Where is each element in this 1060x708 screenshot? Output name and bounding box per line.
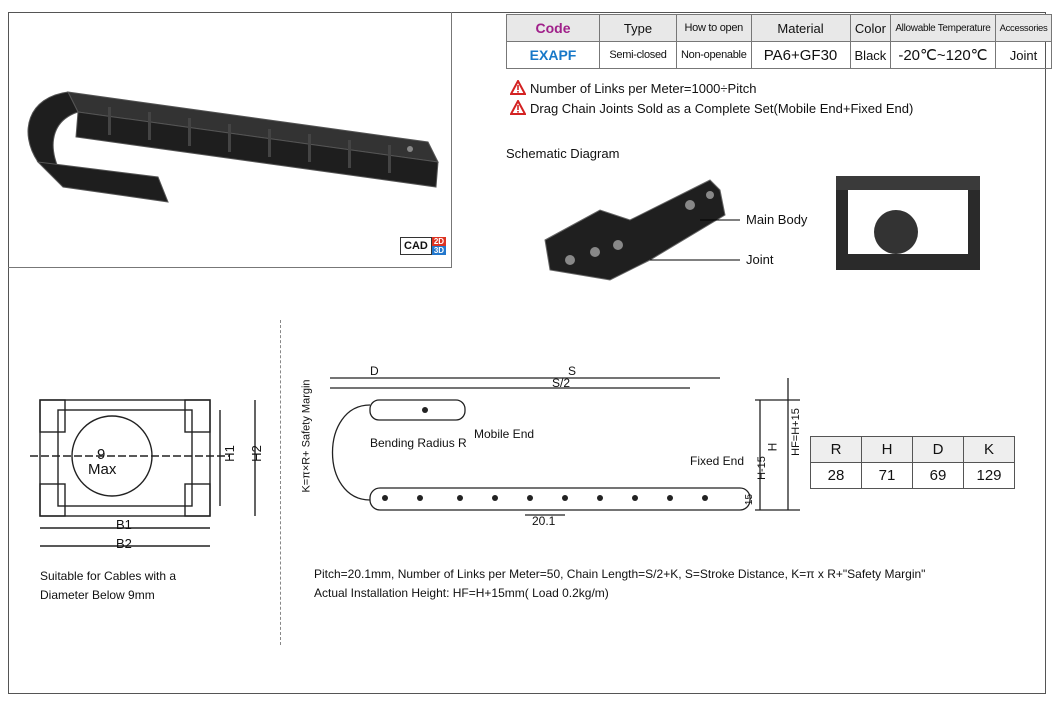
main-body-label: Main Body	[746, 212, 808, 227]
pitch-label: 20.1	[532, 514, 556, 528]
h2-label: H2	[248, 445, 264, 462]
fixed-end-label: Fixed End	[690, 454, 745, 468]
schematic-title: Schematic Diagram	[506, 146, 620, 161]
h1-label: H1	[221, 445, 237, 462]
fifteen-label: 15	[744, 493, 756, 506]
cable-note: Suitable for Cables with a Diameter Belo…	[40, 567, 176, 605]
cad-label: CAD	[400, 237, 432, 255]
product-photo-panel	[8, 12, 452, 268]
dim-header-k: K	[963, 436, 1015, 463]
dim-value-h: 71	[861, 462, 913, 489]
cad-3d: 3D	[431, 246, 447, 255]
spec-table: Code Type How to open Material Color All…	[506, 14, 1053, 69]
bending-radius-label: Bending Radius R	[370, 436, 467, 450]
safety-margin-label: K=π×R+ Safety Margin	[300, 379, 313, 493]
drag-chain-photo	[27, 91, 439, 203]
dim-header-h: H	[861, 436, 913, 463]
formula-note-line-1: Pitch=20.1mm, Number of Links per Meter=…	[314, 567, 926, 581]
s2-label: S/2	[552, 376, 571, 390]
s-label: S	[568, 364, 577, 378]
spec-header-open: How to open	[676, 14, 752, 42]
note-links-text: Number of Links per Meter=1000÷Pitch	[530, 80, 757, 96]
cross-section-drawing	[30, 399, 256, 547]
spec-header-accessories: Accessories	[994, 14, 1053, 42]
formula-note-line-2: Actual Installation Height: HF=H+15mm( L…	[314, 586, 609, 600]
spec-header-material: Material	[750, 14, 851, 42]
schematic-link-drawing	[544, 179, 740, 281]
diameter-value: 9	[97, 446, 106, 463]
formula-note: Pitch=20.1mm, Number of Links per Meter=…	[314, 565, 925, 603]
dim-header-d: D	[912, 436, 964, 463]
hf-label: HF=H+15	[789, 408, 802, 456]
warning-icon	[510, 80, 526, 95]
spec-material: PA6+GF30	[750, 41, 851, 69]
note-joints: Drag Chain Joints Sold as a Complete Set…	[510, 100, 913, 116]
spec-header-type: Type	[599, 14, 677, 42]
joint-label: Joint	[746, 252, 774, 267]
spec-open: Non-openable	[676, 41, 752, 69]
warning-icon	[510, 100, 526, 115]
side-view-drawing	[330, 377, 800, 516]
b1-label: B1	[116, 517, 132, 532]
spec-code: EXAPF	[506, 41, 600, 69]
spec-header-code: Code	[506, 14, 600, 42]
spec-color: Black	[849, 41, 892, 69]
dim-header-r: R	[810, 436, 862, 463]
dim-value-k: 129	[963, 462, 1015, 489]
spec-header-color: Color	[849, 14, 892, 42]
dim-value-r: 28	[810, 462, 862, 489]
spec-header-temp: Allowable Temperature	[890, 14, 996, 42]
cad-2d: 2D	[431, 237, 447, 246]
schematic-cross-section	[836, 176, 980, 270]
h-label: H	[765, 442, 780, 452]
cable-note-line-1: Suitable for Cables with a	[40, 569, 177, 583]
dimension-table: R H D K 28 71 69 129	[810, 436, 1015, 489]
d-label: D	[370, 364, 379, 378]
mobile-end-label: Mobile End	[474, 427, 535, 441]
page-frame	[8, 12, 1046, 694]
spec-type: Semi-closed	[599, 41, 677, 69]
note-links: Number of Links per Meter=1000÷Pitch	[510, 80, 756, 96]
h15-label: H-15	[755, 456, 768, 480]
cable-note-line-2: Diameter Below 9mm	[40, 588, 155, 602]
spec-temp: -20℃~120℃	[890, 41, 996, 69]
b2-label: B2	[116, 536, 132, 551]
cad-badge[interactable]: CAD 2D 3D	[400, 236, 447, 256]
spec-accessories: Joint	[994, 41, 1053, 69]
diameter-max: Max	[88, 461, 117, 478]
divider-line	[280, 320, 281, 645]
note-joints-text: Drag Chain Joints Sold as a Complete Set…	[530, 100, 914, 116]
dim-value-d: 69	[912, 462, 964, 489]
